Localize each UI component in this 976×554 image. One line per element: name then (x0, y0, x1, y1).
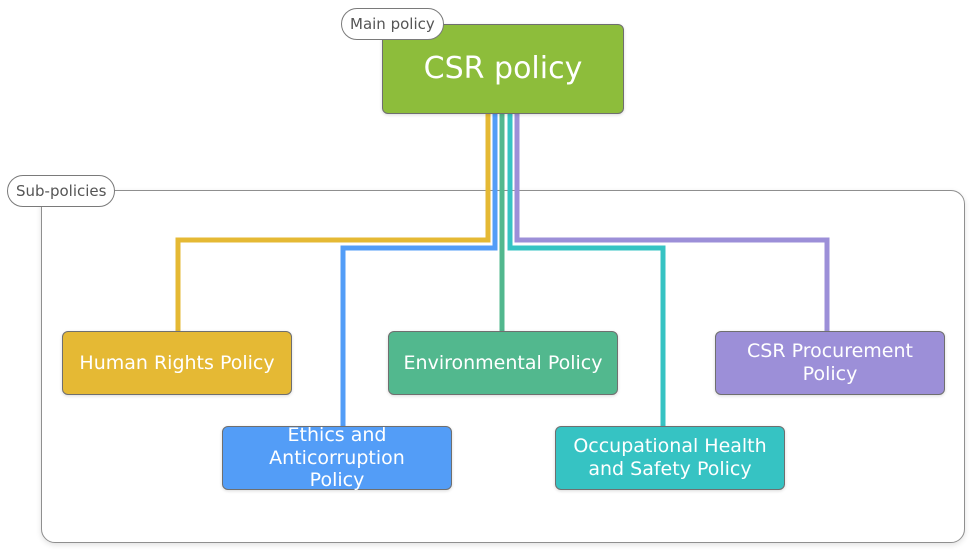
node-csr-procurement-policy[interactable]: CSR Procurement Policy (715, 331, 945, 395)
node-label: Ethics and Anticorruption Policy (269, 423, 405, 492)
root-node-csr-policy[interactable]: CSR policy (382, 24, 624, 114)
node-ethics-anticorruption-policy[interactable]: Ethics and Anticorruption Policy (222, 423, 452, 492)
root-node-label: CSR policy (423, 51, 583, 86)
node-label: Human Rights Policy (79, 351, 275, 374)
node-occupational-health-safety-policy[interactable]: Occupational Health and Safety Policy (555, 426, 785, 490)
connector-ethics (340, 114, 498, 427)
connector-ohs (507, 114, 666, 427)
node-environmental-policy[interactable]: Environmental Policy (388, 331, 618, 395)
node-label: CSR Procurement Policy (747, 340, 913, 385)
connector-procurement (514, 114, 830, 332)
main-policy-label: Main policy (341, 8, 444, 40)
node-label: Occupational Health and Safety Policy (573, 435, 767, 480)
sub-policies-label: Sub-policies (7, 175, 116, 207)
node-label: Environmental Policy (403, 351, 603, 374)
node-human-rights-policy[interactable]: Human Rights Policy (62, 331, 292, 395)
connector-human-rights (175, 114, 491, 332)
